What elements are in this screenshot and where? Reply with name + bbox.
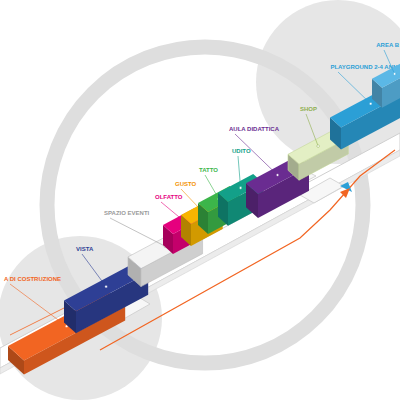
room-block: AREA B: [372, 60, 400, 108]
corridor-floor: [0, 133, 400, 368]
room-prism: [372, 60, 400, 108]
leader-dot: [276, 174, 279, 177]
leader-line: [10, 284, 67, 326]
room-label: TATTO: [199, 167, 218, 174]
leader-dot: [393, 73, 396, 76]
room-top: [372, 60, 400, 88]
leader-line: [82, 254, 106, 287]
leader-line: [384, 50, 395, 74]
corridor-edge: [0, 150, 400, 374]
room-label: GUSTO: [175, 181, 196, 188]
zone-ring: [47, 47, 363, 363]
room-label: SPAZIO EVENTI: [104, 210, 149, 217]
room-label: AULA DIDATTICA: [229, 126, 279, 133]
leader-line: [235, 134, 278, 175]
leader-line: [338, 72, 371, 104]
room-label: UDITO: [232, 148, 251, 155]
leader-line: [205, 175, 219, 199]
room-label: VISTA: [76, 246, 93, 253]
leader-line: [110, 218, 165, 246]
room-label: OLFATTO: [155, 194, 182, 201]
leader-dot: [369, 102, 372, 105]
leader-line: [306, 114, 318, 146]
leader-line: [238, 156, 241, 188]
room-label: AREA B: [376, 42, 399, 49]
zone-circle: [256, 0, 400, 164]
path-line: [100, 150, 395, 350]
leader-line: [161, 202, 184, 221]
room-label: A DI COSTRUZIONE: [4, 276, 61, 283]
room-label: SHOP: [300, 106, 317, 113]
leader-dot: [239, 187, 242, 190]
leader-dot: [317, 145, 320, 148]
leader-dot: [105, 285, 108, 288]
entrance-mark: [340, 188, 350, 198]
